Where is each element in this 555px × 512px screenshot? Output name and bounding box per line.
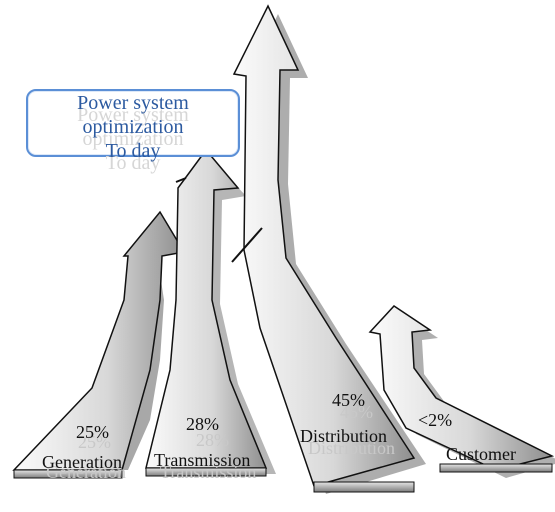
generation-percent-shadow: 25% xyxy=(78,432,111,452)
arrow-transmission xyxy=(145,148,276,477)
distribution-percent: 45% xyxy=(332,390,365,410)
customer-label: Customer xyxy=(446,444,516,464)
title-shadow-line2: To day xyxy=(105,152,161,174)
title-line1: Power system optimization xyxy=(77,92,189,138)
transmission-percent-shadow: 28% xyxy=(196,430,229,450)
distribution-label-shadow: Distribution xyxy=(308,438,395,458)
arrow-customer xyxy=(368,305,555,478)
generation-label: Generation xyxy=(42,452,122,472)
transmission-label-shadow: Transmission xyxy=(160,462,256,482)
title-line2: To day xyxy=(105,140,161,162)
title-shadow-line1: Power system optimization xyxy=(77,104,189,150)
title: Power system optimization To day xyxy=(28,91,238,163)
generation-percent: 25% xyxy=(76,422,109,442)
arrow-distribution xyxy=(231,4,426,494)
transmission-label: Transmission xyxy=(154,450,250,470)
transmission-percent: 28% xyxy=(186,414,219,434)
distribution-percent-shadow: 45% xyxy=(340,402,373,422)
distribution-label: Distribution xyxy=(300,426,387,446)
title-shadow: Power system optimization To day xyxy=(28,103,238,175)
customer-percent: <2% xyxy=(418,410,452,430)
generation-label-shadow: Generation xyxy=(46,462,126,482)
title-box: Power system optimization To day Power s… xyxy=(26,89,240,174)
